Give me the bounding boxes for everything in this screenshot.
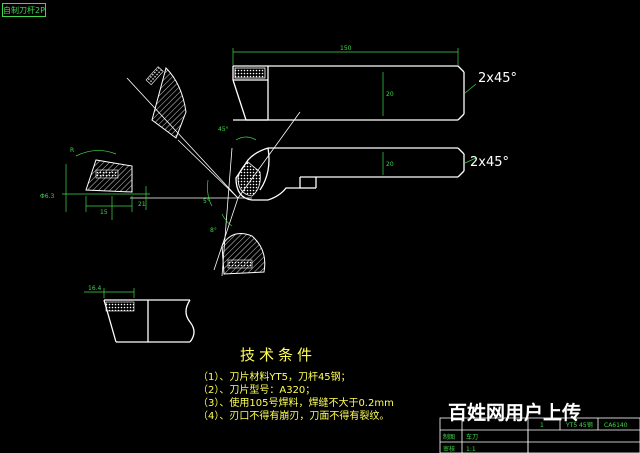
middle-dim	[382, 152, 477, 175]
chamfer-label-mid: 2x45°	[470, 155, 509, 170]
tb-row1-label: 制图	[443, 433, 455, 441]
top-length-dim	[232, 48, 477, 116]
dim-detail: 16.4	[88, 285, 102, 292]
top-shank-view	[232, 65, 465, 121]
spec-line-1: （1）、刀片材料YT5，刀杆45钢；	[198, 372, 351, 383]
tb-material: YT5 45钢	[565, 421, 593, 429]
dim-angle-45: 45°	[218, 126, 229, 133]
top-insert	[234, 67, 266, 79]
dim-left-15: 15	[100, 209, 108, 216]
spec-line-3: （3）、使用105号焊料，焊缝不大于0.2mm	[198, 398, 394, 409]
upper-left-section	[145, 66, 187, 139]
tb-row2-value: 1:1	[466, 446, 476, 453]
spec-title: 技术条件	[240, 346, 317, 364]
dim-left-21: 21	[138, 201, 146, 208]
technical-conditions: 技术条件 （1）、刀片材料YT5，刀杆45钢； （2）、刀片型号：A320； （…	[198, 344, 443, 423]
middle-shank-view	[235, 147, 465, 201]
angle-arcs	[207, 136, 257, 227]
dim-left-phi: Φ6.3	[40, 193, 54, 200]
tb-row1-value: 车刀	[466, 433, 478, 441]
watermark: 百姓网用户上传	[448, 402, 582, 424]
dim-angle-side: 8°	[210, 227, 217, 234]
tb-drawing-no: CA6140	[604, 422, 628, 429]
title-block	[439, 417, 640, 453]
layout-tab[interactable]: 自制刀杆2P	[2, 3, 46, 17]
angle-construction-lines	[126, 77, 301, 277]
dim-height-mid: 20	[386, 161, 394, 168]
dim-left-r: R	[70, 147, 74, 154]
dim-height-top: 20	[386, 91, 394, 98]
tb-row2-label: 审核	[443, 445, 455, 453]
dim-length-top: 150	[340, 45, 352, 52]
dim-angle-small: 5°	[203, 198, 210, 205]
lower-section	[221, 233, 266, 275]
detail-dim-lines	[84, 288, 135, 298]
spec-line-2: （2）、刀片型号：A320；	[198, 385, 316, 396]
detail-insert	[105, 301, 135, 312]
left-section	[62, 150, 150, 220]
middle-insert	[237, 161, 261, 197]
chamfer-label-top: 2x45°	[478, 71, 517, 86]
spec-line-4: （4）、刃口不得有崩刃，刀面不得有裂纹。	[198, 411, 390, 422]
tb-qty: 1	[540, 422, 544, 429]
